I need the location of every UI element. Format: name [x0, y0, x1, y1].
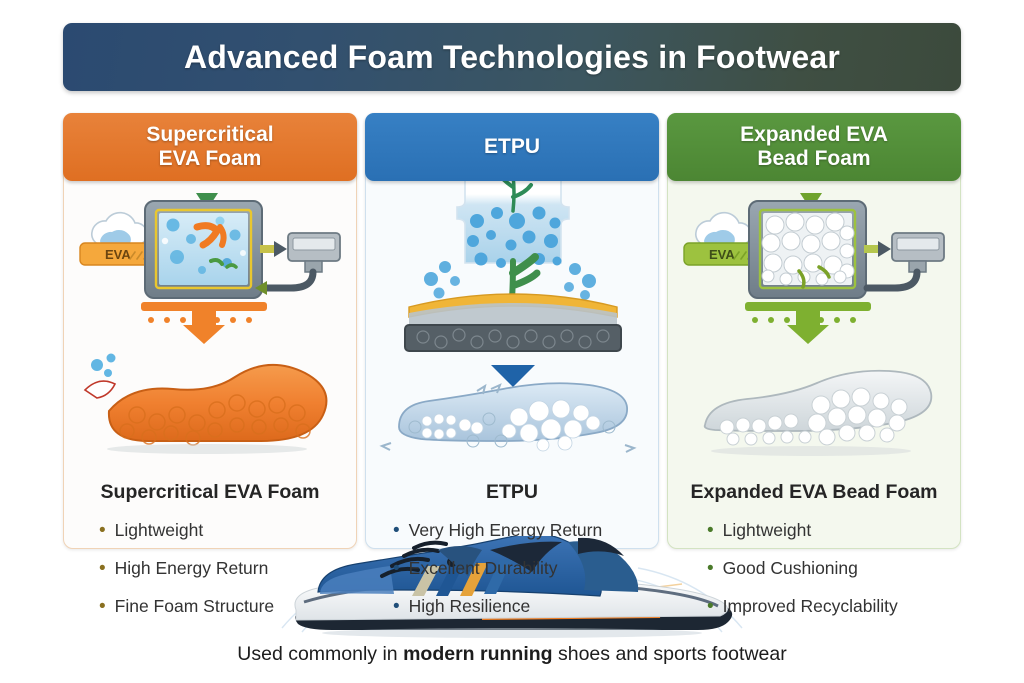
card-header-etpu: ETPU: [365, 113, 659, 181]
autoclave-chamber: [144, 200, 263, 299]
bullet-dot-icon: •: [393, 596, 400, 617]
gas-outlet-valve: [891, 232, 945, 273]
list-item-label: Lightweight: [114, 520, 204, 540]
list-item-label: Excellent Durability: [408, 558, 558, 578]
card-header-expanded-eva: Expanded EVA Bead Foam: [667, 113, 961, 181]
card-header-supercritical: Supercritical EVA Foam: [63, 113, 357, 181]
bullet-dot-icon: •: [393, 520, 400, 541]
etpu-steam-chest-illustration: [369, 175, 655, 470]
feature-list: • Lightweight • High Energy Return • Fin…: [99, 521, 393, 635]
footer-caption: Used commonly in modern running shoes an…: [0, 643, 1024, 666]
bullet-dot-icon: •: [707, 596, 714, 617]
cloud-icon: [694, 211, 752, 247]
white-bead-foam-midsole: [703, 369, 933, 456]
bullet-dot-icon: •: [99, 520, 106, 541]
list-item: • Lightweight: [99, 521, 393, 540]
list-item-label: Improved Recyclability: [722, 596, 898, 616]
feature-list: • Very High Energy Return • Excellent Du…: [393, 521, 687, 635]
list-item-label: High Energy Return: [114, 558, 269, 578]
list-item-label: Lightweight: [722, 520, 812, 540]
bullet-dot-icon: •: [707, 520, 714, 541]
card-title: ETPU: [485, 481, 538, 503]
down-arrow-bottom: [183, 325, 225, 344]
page-header-banner: Advanced Foam Technologies in Footwear: [63, 23, 961, 91]
page-title: Advanced Foam Technologies in Footwear: [184, 38, 840, 75]
feature-list: • Lightweight • Good Cushioning • Improv…: [707, 521, 1001, 635]
blue-running-shoe-illustration: [262, 536, 762, 640]
footer-caption-part1: Used commonly in: [237, 643, 404, 665]
bullet-dot-icon: •: [99, 558, 106, 579]
bead-chamber: [748, 200, 867, 299]
list-item: • Excellent Durability: [393, 559, 687, 578]
blue-bead-foam-insole: [398, 382, 628, 452]
footer-caption-bold: modern running: [403, 643, 553, 665]
expanded-eva-bead-reactor-illustration: EVA: [671, 175, 957, 470]
list-item-label: Very High Energy Return: [408, 520, 603, 540]
card-header-label: ETPU: [483, 135, 540, 159]
footer-caption-part2: shoes and sports footwear: [552, 643, 787, 665]
orange-foam-midsole: [107, 363, 328, 454]
down-arrow: [491, 365, 535, 387]
blue-bubbles: [424, 206, 596, 300]
list-item: • Fine Foam Structure: [99, 597, 393, 616]
svg-text:EVA: EVA: [105, 247, 131, 262]
dark-substrate-layer: [404, 324, 622, 352]
down-arrow-bottom: [787, 325, 829, 344]
card-expanded-eva-bead-foam[interactable]: EVA: [667, 113, 961, 616]
list-item-label: Fine Foam Structure: [114, 596, 275, 616]
card-title: Supercritical EVA Foam: [100, 481, 320, 503]
bullet-dot-icon: •: [99, 596, 106, 617]
cloud-icon: [90, 211, 148, 247]
gas-outlet-valve: [287, 232, 341, 273]
list-item: • Good Cushioning: [707, 559, 1001, 578]
list-item: • High Resilience: [393, 597, 687, 616]
card-header-label: Supercritical EVA Foam: [146, 123, 274, 170]
svg-text:EVA: EVA: [709, 247, 735, 262]
card-etpu[interactable]: ETPU ETPU • Very High Energy Return • Ex…: [365, 113, 659, 616]
supercritical-eva-reactor-illustration: EVA: [67, 175, 353, 470]
list-item: • Very High Energy Return: [393, 521, 687, 540]
bullet-dot-icon: •: [707, 558, 714, 579]
card-header-label: Expanded EVA Bead Foam: [740, 123, 888, 170]
list-item-label: Good Cushioning: [722, 558, 858, 578]
list-item: • Lightweight: [707, 521, 1001, 540]
list-item-label: High Resilience: [408, 596, 531, 616]
card-title: Expanded EVA Bead Foam: [690, 481, 938, 503]
bullet-dot-icon: •: [393, 558, 400, 579]
card-supercritical-eva-foam[interactable]: EVA: [63, 113, 357, 616]
list-item: • Improved Recyclability: [707, 597, 1001, 616]
list-item: • High Energy Return: [99, 559, 393, 578]
